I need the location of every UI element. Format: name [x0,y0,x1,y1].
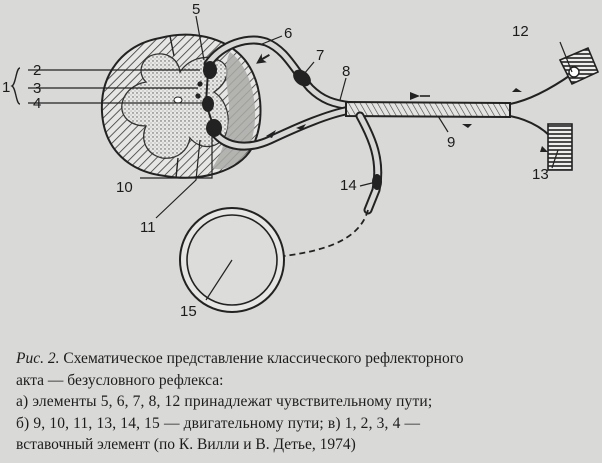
autonomic-branch-inner [357,113,381,213]
label-3: 3 [33,80,41,97]
caption-line-5: вставочный элемент (по К. Вилли и В. Дет… [16,436,356,453]
motor-neuron [206,119,222,137]
postganglionic-fiber [283,209,369,257]
brace [10,67,21,105]
label-11: 11 [140,219,156,236]
label-13: 13 [532,166,549,183]
figure-caption: Рис. 2. Схематическое представление клас… [16,348,591,456]
motor-nerve-root-inner [211,107,353,149]
label-10: 10 [116,179,133,196]
intracord-pathway [204,69,215,129]
label-2: 2 [33,62,41,79]
effector-muscle [547,123,573,171]
label-7: 7 [316,47,324,64]
label-14: 14 [340,177,357,194]
caption-line-1: Рис. 2. Схематическое представление клас… [16,348,591,370]
label-8: 8 [342,63,350,80]
caption-line-4: б) 9, 10, 11, 13, 14, 15 — двигательному… [16,414,421,432]
caption-line-3: а) элементы 5, 6, 7, 8, 12 принадлежат ч… [16,393,433,410]
label-4: 4 [33,95,41,112]
label-9: 9 [447,134,455,151]
sensory-nerve-fiber-inner [205,37,355,109]
synapse-dot [197,81,203,87]
label-6: 6 [284,25,292,42]
caption-prefix: Рис. 2. [16,350,60,367]
caption-line-2: акта — безусловного рефлекса: [16,371,224,389]
direction-arrows [256,53,548,152]
label-5: 5 [192,1,200,18]
autonomic-ganglion [372,174,382,190]
caption-title: Схематическое представление классическог… [63,350,464,367]
sensory-neuron-terminal [203,61,217,79]
synapse-dot [195,93,201,99]
reflex-arc-diagram: 1 2 3 4 5 6 7 8 9 10 11 12 13 14 15 [2,1,600,320]
leader-lines [28,15,573,301]
dorsal-root-ganglion [293,69,311,87]
interneuron [202,96,214,112]
central-canal [173,96,183,104]
label-15: 15 [180,303,197,320]
dorsal-median-sulcus [169,35,175,57]
mixed-spinal-nerve [345,100,511,119]
label-12: 12 [512,23,529,40]
afferent-fiber [509,73,573,105]
label-1: 1 [2,79,10,96]
root-entry-zone [212,52,256,170]
ventral-median-fissure [175,157,179,179]
